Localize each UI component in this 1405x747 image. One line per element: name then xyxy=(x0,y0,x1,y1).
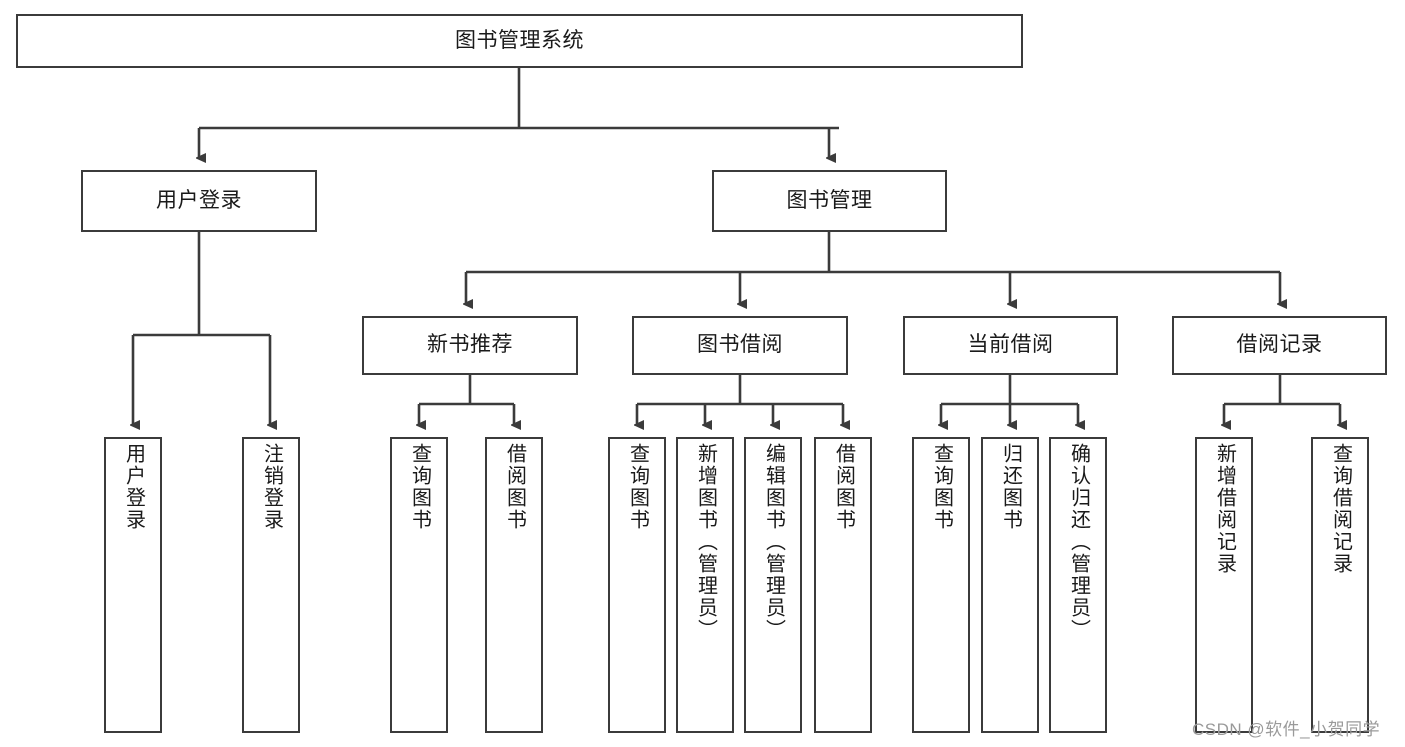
leaf-user-login-signin[interactable]: 用户登录 xyxy=(104,437,162,733)
node-label: 查询图书 xyxy=(408,443,431,531)
node-label: 图书管理 xyxy=(786,188,873,212)
leaf-borrow-add-book-admin[interactable]: 新增图书（管理员） xyxy=(676,437,734,733)
node-label: 借阅图书 xyxy=(503,443,526,531)
node-label: 借阅图书 xyxy=(832,443,855,531)
node-label: 当前借阅 xyxy=(967,333,1054,357)
node-label: 确认归还（管理员） xyxy=(1067,443,1090,641)
node-book-borrow[interactable]: 图书借阅 xyxy=(632,316,848,375)
node-label: 编辑图书（管理员） xyxy=(762,443,785,641)
node-label: 用户登录 xyxy=(122,443,145,531)
node-label: 归还图书 xyxy=(999,443,1022,531)
leaf-user-login-signout[interactable]: 注销登录 xyxy=(242,437,300,733)
leaf-current-confirm-return-admin[interactable]: 确认归还（管理员） xyxy=(1049,437,1107,733)
node-label: 查询图书 xyxy=(626,443,649,531)
leaf-record-add-record[interactable]: 新增借阅记录 xyxy=(1195,437,1253,733)
node-label: 借阅记录 xyxy=(1236,333,1323,357)
leaf-borrow-borrow-book[interactable]: 借阅图书 xyxy=(814,437,872,733)
node-label: 新增借阅记录 xyxy=(1213,443,1236,575)
node-label: 新增图书（管理员） xyxy=(694,443,717,641)
node-label: 图书管理系统 xyxy=(455,28,584,52)
node-borrow-record[interactable]: 借阅记录 xyxy=(1172,316,1387,375)
node-new-book-recommend[interactable]: 新书推荐 xyxy=(362,316,578,375)
leaf-recommend-borrow-book[interactable]: 借阅图书 xyxy=(485,437,543,733)
node-book-management[interactable]: 图书管理 xyxy=(712,170,947,232)
node-label: 图书借阅 xyxy=(697,333,783,357)
leaf-record-query-record[interactable]: 查询借阅记录 xyxy=(1311,437,1369,733)
leaf-current-return-book[interactable]: 归还图书 xyxy=(981,437,1039,733)
leaf-borrow-query-book[interactable]: 查询图书 xyxy=(608,437,666,733)
node-user-login[interactable]: 用户登录 xyxy=(81,170,317,232)
node-label: 查询图书 xyxy=(930,443,953,531)
node-root-system[interactable]: 图书管理系统 xyxy=(16,14,1023,68)
node-current-borrow[interactable]: 当前借阅 xyxy=(903,316,1118,375)
leaf-borrow-edit-book-admin[interactable]: 编辑图书（管理员） xyxy=(744,437,802,733)
node-label: 查询借阅记录 xyxy=(1329,443,1352,575)
csdn-watermark: CSDN @软件_小贺同学 xyxy=(1192,720,1381,739)
node-label: 注销登录 xyxy=(260,443,283,531)
leaf-recommend-query-book[interactable]: 查询图书 xyxy=(390,437,448,733)
leaf-current-query-book[interactable]: 查询图书 xyxy=(912,437,970,733)
node-label: 用户登录 xyxy=(156,188,242,212)
node-label: 新书推荐 xyxy=(427,333,513,357)
